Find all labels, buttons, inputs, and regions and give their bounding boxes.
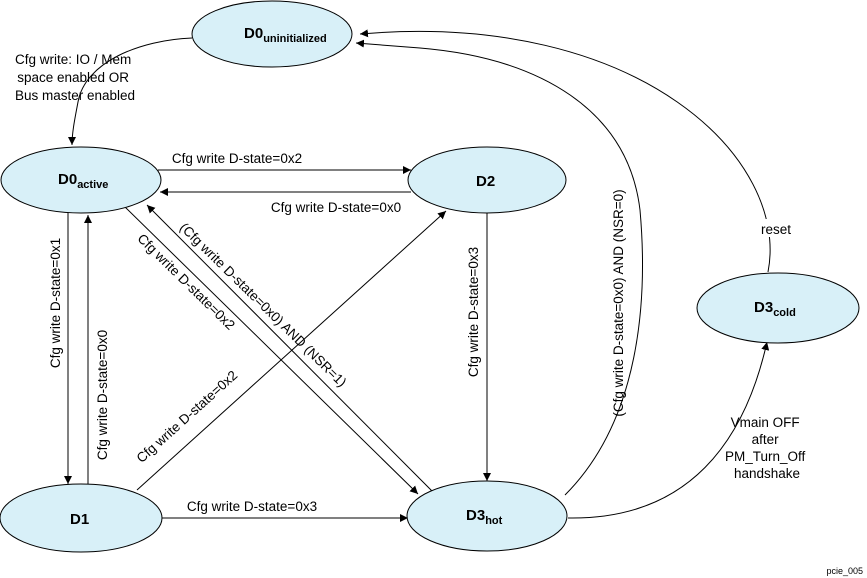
edge-d3hot-to-active [146,204,433,492]
state-d3-cold [696,272,860,344]
label-d1-to-d3hot: Cfg write D-state=0x3 [187,499,317,514]
label-d1-to-d2: Cfg write D-state=0x2 [134,368,241,466]
edge-active-to-d3hot [124,206,419,495]
label-d3hot-to-d3cold: Vmain OFF after PM_Turn_Off handshake [725,415,809,481]
label-d3cold-to-uninit: reset [761,222,791,237]
label-d3hot-to-uninit: (Cfg write D-state=0x0) AND (NSR=0) [611,189,626,416]
state-d3-hot [406,480,568,552]
edge-d1-to-d2 [136,210,447,491]
state-label-d1: D1 [70,511,89,528]
state-label-d0-uninitialized: D0uninitialized [244,25,327,45]
state-d2 [407,146,567,214]
label-active-to-d3hot: Cfg write D-state=0x2 [134,231,237,333]
state-label-d3-hot: D3hot [466,507,503,527]
label-d2-to-d3hot: Cfg write D-state=0x3 [466,247,481,377]
label-d1-to-active: Cfg write D-state=0x0 [95,330,110,460]
edge-uninit-to-active [68,37,193,146]
edge-d3hot-to-d3cold [567,341,770,519]
label-active-to-d1: Cfg write D-state=0x1 [48,238,63,368]
state-label-d3-cold: D3cold [754,299,796,319]
state-d0-uninitialized [191,0,353,68]
state-label-d2: D2 [476,173,495,190]
edge-d3hot-to-uninit [355,39,643,496]
state-d0-active [0,146,162,214]
state-d1 [0,483,163,553]
figure-id: pcie_005 [826,566,863,576]
label-d2-to-active: Cfg write D-state=0x0 [271,200,401,215]
edge-d3cold-to-uninit [359,29,771,273]
reset-label-bg [756,219,796,237]
label-uninit-to-active: Cfg write: IO / Mem space enabled OR Bus… [15,52,135,103]
label-active-to-d2: Cfg write D-state=0x2 [172,151,302,166]
state-label-d0-active: D0active [58,171,108,191]
